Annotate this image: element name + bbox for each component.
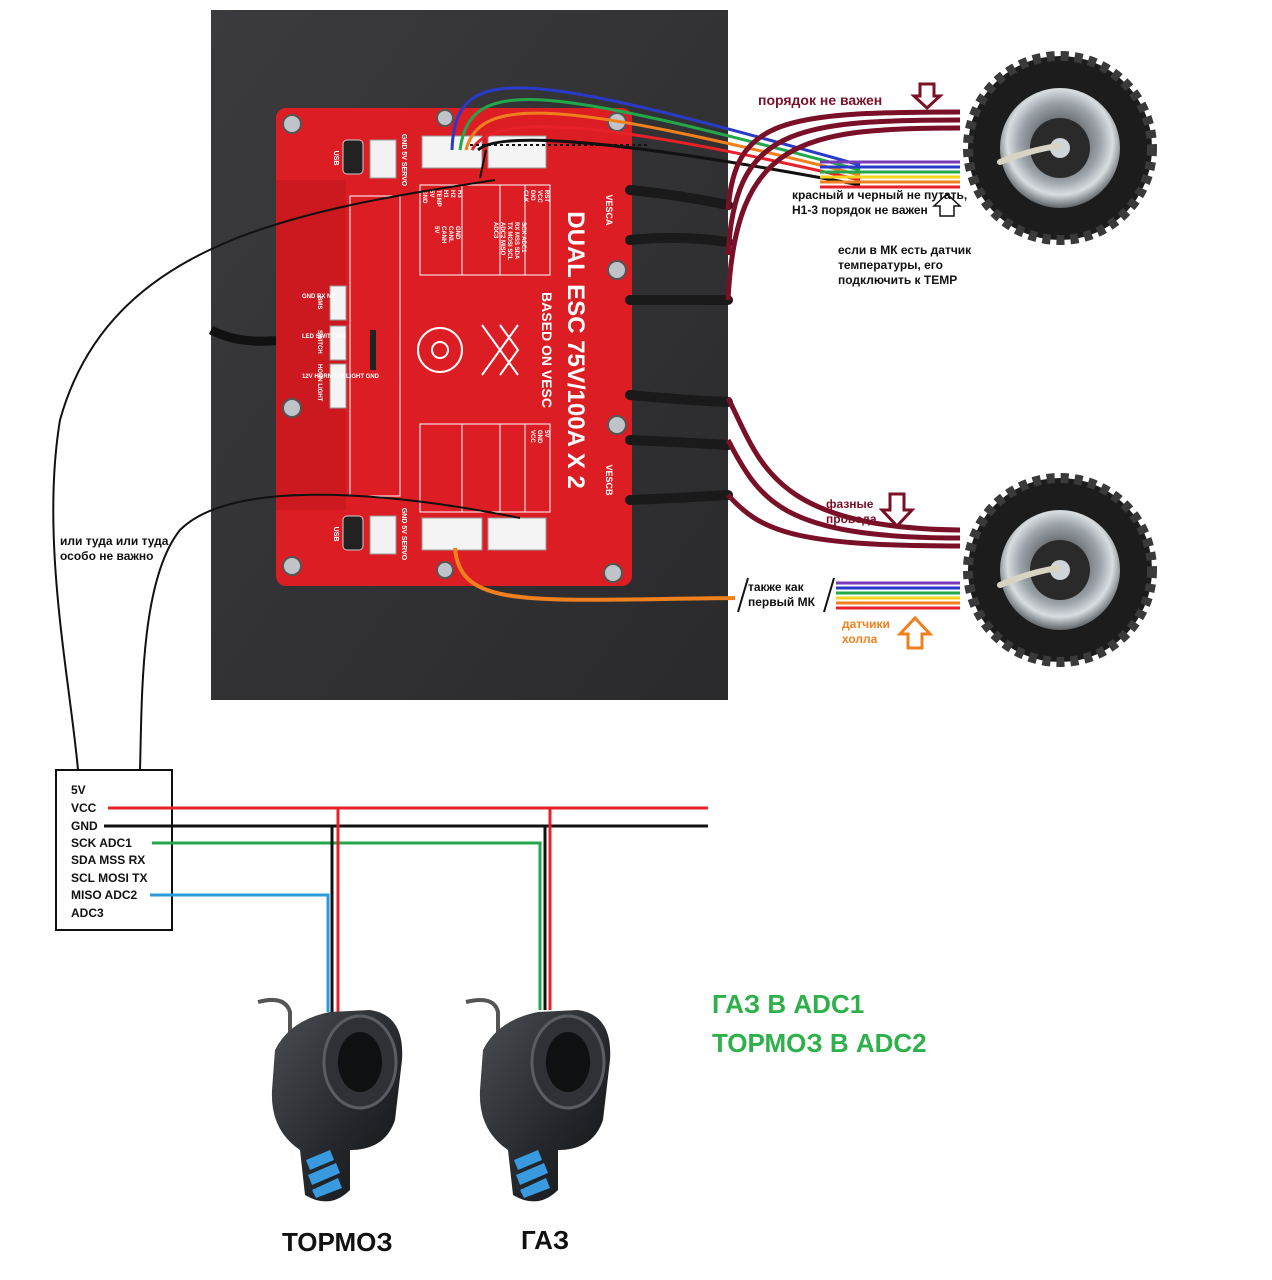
svg-text:VCC: VCC [536,190,542,203]
svg-text:RST: RST [543,190,549,202]
brake-adc2-label: ТОРМОЗ В ADC2 [712,1028,927,1058]
esc-board [276,108,632,586]
board-subtitle: BASED ON VESC [539,292,555,408]
svg-text:5V: 5V [543,430,549,437]
svg-text:5V: 5V [428,190,434,197]
hall-sensors-label: датчики холла [842,617,890,646]
vescb-label: VESCB [604,464,614,496]
either-way-note: или туда или туда особо не важно [60,534,169,563]
svg-text:TX MOSI SCL: TX MOSI SCL [506,222,512,261]
usb-label-top: USB [332,151,339,166]
black-wire-loop-right [139,493,521,771]
svg-text:GND: GND [536,430,542,444]
svg-text:GND: GND [454,226,460,240]
pin-sda-mss-rx: SDA MSS RX [71,853,146,867]
svg-text:HORN LIGHT: HORN LIGHT [316,364,322,402]
motor-wheel-2 [963,473,1157,667]
svg-text:DIO: DIO [529,190,535,201]
order-not-important-label: порядок не важен [758,92,883,108]
pin-vcc: VCC [71,801,97,815]
pin-sck-adc1: SCK ADC1 [71,836,132,850]
usb-label-bottom: USB [332,527,339,542]
orange-wire-bottom [453,547,736,602]
connector-box [55,769,173,931]
arrow-up-1 [932,192,962,217]
gas-label: ГАЗ [521,1225,570,1255]
side-pin-names: GND RX NC LED SWIT GND 12V HORN 12V LIGH… [302,294,380,380]
svg-text:H1: H1 [442,190,448,198]
pin-gnd: GND [71,819,98,833]
arrow-down-1 [910,82,944,111]
svg-text:ADC3: ADC3 [492,222,498,239]
servo-label-bottom: GND 5V SERVO [400,508,407,561]
pin-scl-mosi-tx: SCL MOSI TX [71,871,148,885]
gas-throttle [465,998,611,1202]
svg-text:GND RX NC: GND RX NC [302,294,336,300]
phase-wires-label: фазные провода [826,497,877,526]
arrow-up-2 [896,615,934,650]
svg-text:H2: H2 [449,190,455,198]
svg-text:VCC: VCC [529,430,535,443]
adc-pin-column-a: SCK ADC1 RX MSS SDA TX MOSI SCL ADC2 MIS… [492,222,526,261]
svg-text:ADC2 MISO: ADC2 MISO [499,222,505,256]
hall-wires-motor-2 [836,581,960,610]
adc2-line [150,893,330,1012]
svg-text:5V: 5V [433,226,439,233]
brake-throttle [257,998,403,1202]
svg-text:H3: H3 [456,190,462,198]
svg-text:RX MSS SDA: RX MSS SDA [513,222,519,260]
side-pin-labels: BMS SWITCH HORN LIGHT [316,296,322,402]
board-title: DUAL ESC 75V/100A X 2 [562,211,589,488]
pin-adc3: ADC3 [71,906,104,920]
can-pin-column-a: GND CANL CANH 5V [433,226,460,243]
pin-miso-adc2: MISO ADC2 [71,888,138,902]
phase-wires-motor-1 [725,109,961,301]
adc1-line [152,841,542,1010]
comm-pin-column-b: 5V GND VCC [529,430,549,444]
svg-text:CANL: CANL [447,226,453,243]
gas-adc1-label: ГАЗ В ADC1 [712,989,865,1019]
pin-5v: 5V [71,783,86,797]
hall-wires-motor-1 [820,160,960,189]
svg-text:SCK ADC1: SCK ADC1 [520,222,526,253]
svg-text:GND: GND [421,190,427,204]
brake-label: ТОРМОЗ [282,1227,393,1257]
svg-text:LED SWIT GND: LED SWIT GND [302,334,346,340]
arrow-down-2 [878,492,916,529]
phase-cables-photo [625,185,733,505]
svg-text:CANH: CANH [440,226,446,243]
svg-text:TEMP: TEMP [435,190,441,207]
svg-text:BMS: BMS [316,296,322,309]
servo-label-top: GND 5V SERVO [400,134,407,187]
same-as-first-note: также как первый МК [748,580,815,609]
vesca-label: VESCA [604,194,614,226]
red-black-note: красный и черный не путать, H1-3 порядок… [792,188,968,217]
black-wire-loop-left [52,179,496,771]
temp-sensor-note: если в МК есть датчик температуры, его п… [838,243,972,287]
hall-pin-column-a: H3 H2 H1 TEMP 5V GND [421,190,462,207]
svg-text:12V HORN 12V LIGHT GND: 12V HORN 12V LIGHT GND [302,374,380,380]
comm-pin-column-a: RST VCC DIO CLK [522,190,549,203]
phase-wires-motor-2 [725,396,961,549]
motor-wheel-1 [963,51,1157,245]
svg-text:SWITCH: SWITCH [316,330,322,354]
svg-text:CLK: CLK [522,190,528,203]
